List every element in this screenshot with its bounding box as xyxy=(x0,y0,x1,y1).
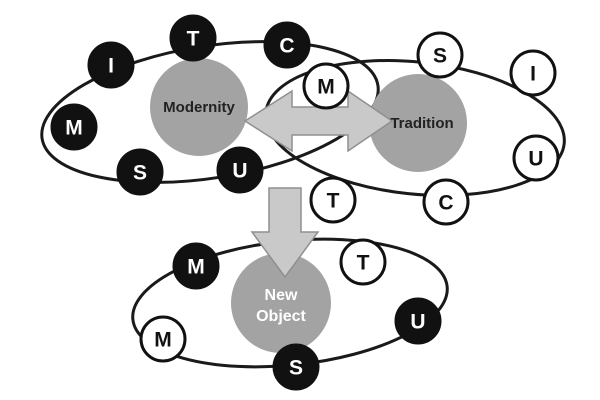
new-object-label-line1: New xyxy=(265,287,298,304)
node-letter: I xyxy=(108,55,114,78)
new-object-label-line2: Object xyxy=(256,308,306,325)
node-letter: U xyxy=(410,311,425,334)
tradition-node-u: U xyxy=(512,134,560,182)
new-object-node-m-light: M xyxy=(139,315,187,363)
modernity-node-c: C xyxy=(263,21,311,69)
node-letter: C xyxy=(279,35,294,58)
node-letter: M xyxy=(154,329,172,352)
tradition-node-i: I xyxy=(509,49,557,97)
new-object-node-s: S xyxy=(272,343,320,391)
node-letter: T xyxy=(187,28,200,51)
modernity-node-u: U xyxy=(216,146,264,194)
new-object-node-m-dark: M xyxy=(172,242,220,290)
modernity-node-i: I xyxy=(87,41,135,89)
tradition-node-c: C xyxy=(422,178,470,226)
modernity-node-t: T xyxy=(169,14,217,62)
down-arrow-icon xyxy=(250,187,320,279)
modernity-node-s: S xyxy=(116,148,164,196)
new-object-hub xyxy=(231,253,331,353)
modernity-node-m1: M xyxy=(50,103,98,151)
node-letter: M xyxy=(317,76,335,99)
node-letter: S xyxy=(133,162,147,185)
node-letter: M xyxy=(65,117,83,140)
node-letter: S xyxy=(433,45,447,68)
node-letter: I xyxy=(530,63,536,86)
new-object-node-u: U xyxy=(394,297,442,345)
node-letter: T xyxy=(327,190,340,213)
new-object-node-t: T xyxy=(339,238,387,286)
modernity-hub xyxy=(150,58,248,156)
double-arrow-icon xyxy=(243,89,394,153)
modernity-label: Modernity xyxy=(163,99,235,116)
node-letter: U xyxy=(528,148,543,171)
tradition-node-s: S xyxy=(416,31,464,79)
node-letter: T xyxy=(357,252,370,275)
modernity-node-m2: M xyxy=(302,62,350,110)
tradition-node-t: T xyxy=(309,176,357,224)
node-letter: M xyxy=(187,256,205,279)
tradition-label: Tradition xyxy=(390,115,453,132)
tradition-hub xyxy=(369,74,467,172)
node-letter: U xyxy=(232,160,247,183)
node-letter: C xyxy=(438,192,453,215)
node-letter: S xyxy=(289,357,303,380)
